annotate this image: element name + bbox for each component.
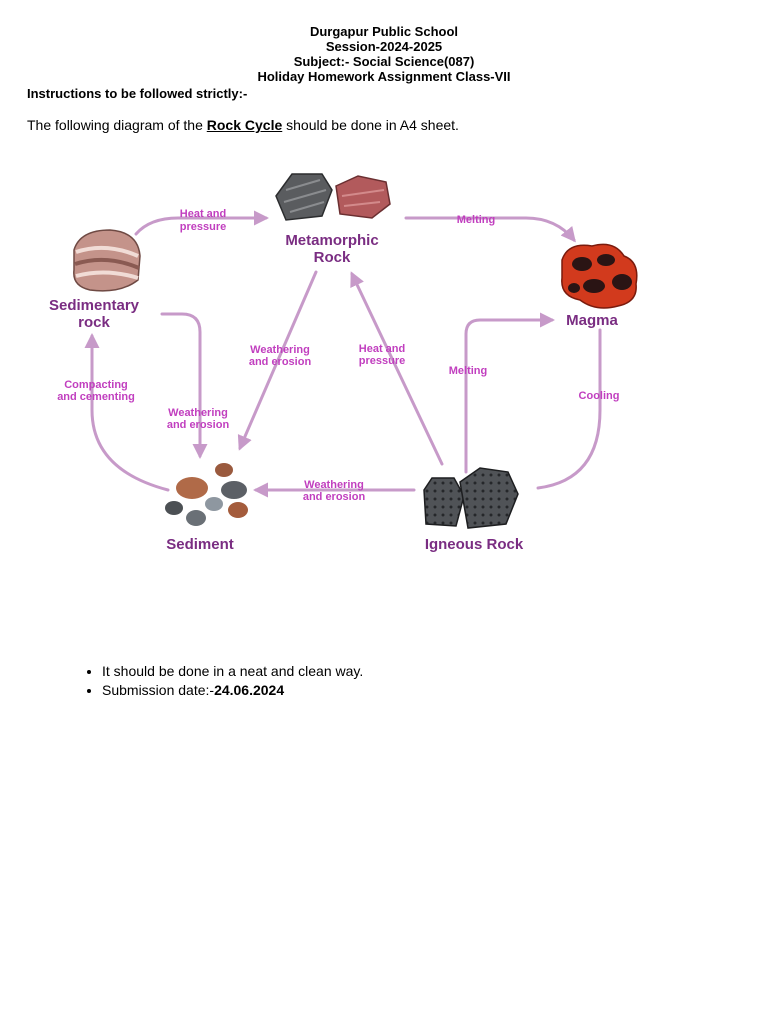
instruction-list: It should be done in a neat and clean wa… <box>78 662 363 700</box>
arrow-metamorphic-to-magma <box>404 216 576 243</box>
process-heat-pressure-mid-2: pressure <box>359 355 405 367</box>
node-magma: Magma <box>566 312 618 329</box>
instructions-heading: Instructions to be followed strictly:- <box>27 86 248 101</box>
session-line: Session-2024-2025 <box>325 39 443 54</box>
magma-illustration <box>561 243 638 309</box>
process-melting-mid: Melting <box>449 365 488 377</box>
submission-date: 24.06.2024 <box>214 682 285 698</box>
sediment-illustration <box>165 463 248 526</box>
node-metamorphic-line1: Metamorphic <box>285 232 378 249</box>
process-weathering-sed-1: Weathering <box>168 407 228 419</box>
arrow-magma-to-igneous <box>536 328 602 490</box>
instruction-neatness: It should be done in a neat and clean wa… <box>102 663 364 679</box>
rock-cycle-highlight: Rock Cycle <box>206 117 283 133</box>
process-weathering-bottom-2: and erosion <box>303 491 366 503</box>
node-sedimentary-line1: Sedimentary <box>49 297 140 314</box>
arrow-sedimentary-to-metamorphic <box>134 210 269 236</box>
igneous-rock-illustration <box>423 467 519 529</box>
process-melting-top: Melting <box>457 214 496 226</box>
process-cooling: Cooling <box>579 390 620 402</box>
rock-cycle-diagram: Metamorphic Rock Sedimentary rock Magma … <box>49 173 638 553</box>
node-sedimentary-line2: rock <box>78 314 110 331</box>
arrow-igneous-to-magma <box>464 312 555 474</box>
sedimentary-rock-illustration <box>73 229 141 292</box>
intro-before: The following diagram of the <box>27 117 207 133</box>
subject-line: Subject:- Social Science(087) <box>293 54 475 69</box>
process-heat-pressure-top-1: Heat and <box>180 208 226 220</box>
school-name: Durgapur Public School <box>309 24 459 39</box>
intro-sentence: The following diagram of the Rock Cycle … <box>27 117 459 133</box>
process-weathering-sed-2: and erosion <box>167 419 230 431</box>
node-sediment: Sediment <box>166 536 234 553</box>
submission-label: Submission date:- <box>102 682 215 698</box>
arrow-metamorphic-to-sediment <box>237 270 318 451</box>
document-header: Durgapur Public School Session-2024-2025… <box>0 24 768 84</box>
assignment-line: Holiday Homework Assignment Class-VII <box>257 69 511 84</box>
process-heat-pressure-mid-1: Heat and <box>359 343 405 355</box>
node-metamorphic-line2: Rock <box>314 249 351 266</box>
process-compacting-1: Compacting <box>64 379 128 391</box>
intro-after: should be done in A4 sheet. <box>282 117 459 133</box>
arrow-sedimentary-to-sediment <box>160 312 208 459</box>
arrow-sediment-to-sedimentary <box>84 333 170 492</box>
list-item: Submission date:-24.06.2024 <box>102 681 363 700</box>
process-heat-pressure-top-2: pressure <box>180 221 226 233</box>
list-item: It should be done in a neat and clean wa… <box>102 662 363 681</box>
arrow-igneous-to-metamorphic <box>350 271 444 466</box>
process-weathering-left-2: and erosion <box>249 356 312 368</box>
node-igneous: Igneous Rock <box>425 536 524 553</box>
process-weathering-left-1: Weathering <box>250 344 310 356</box>
process-weathering-bottom-1: Weathering <box>304 479 364 491</box>
cycle-arrows <box>84 210 602 498</box>
metamorphic-rock-illustration <box>275 173 391 221</box>
process-compacting-2: and cementing <box>57 391 135 403</box>
